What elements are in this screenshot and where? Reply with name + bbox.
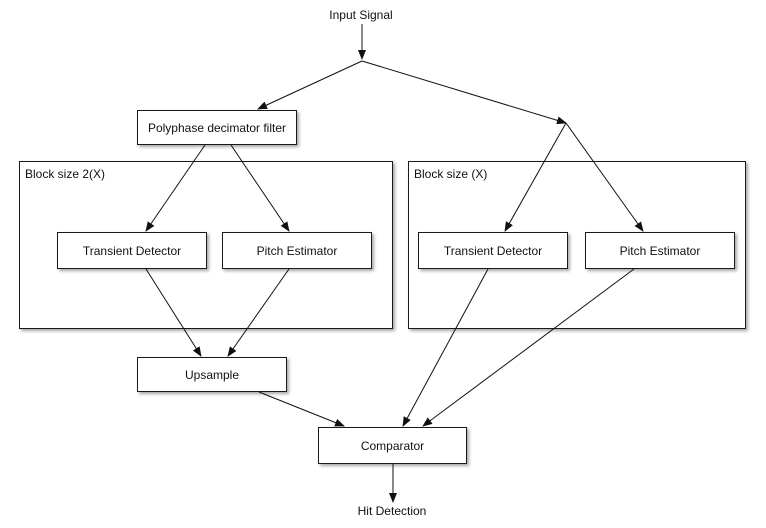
input-signal-label: Input Signal — [329, 8, 393, 22]
polyphase-decimator-filter-node: Polyphase decimator filter — [137, 110, 297, 145]
upsample-node: Upsample — [137, 357, 287, 392]
hit-detection-label: Hit Detection — [357, 504, 427, 518]
right-pitch-estimator-node: Pitch Estimator — [585, 232, 735, 269]
edge-upsample-to-comparator — [258, 391, 345, 427]
left-pitch-estimator-node: Pitch Estimator — [222, 232, 372, 269]
edge-split-to-polyphase — [257, 60, 363, 110]
block-size-2x-label: Block size 2(X) — [25, 167, 106, 181]
comparator-node: Comparator — [318, 427, 467, 464]
left-transient-detector-node: Transient Detector — [57, 232, 207, 269]
block-size-x-label: Block size (X) — [414, 167, 488, 181]
edge-split-to-right-split — [361, 60, 567, 125]
right-transient-detector-node: Transient Detector — [418, 232, 568, 269]
